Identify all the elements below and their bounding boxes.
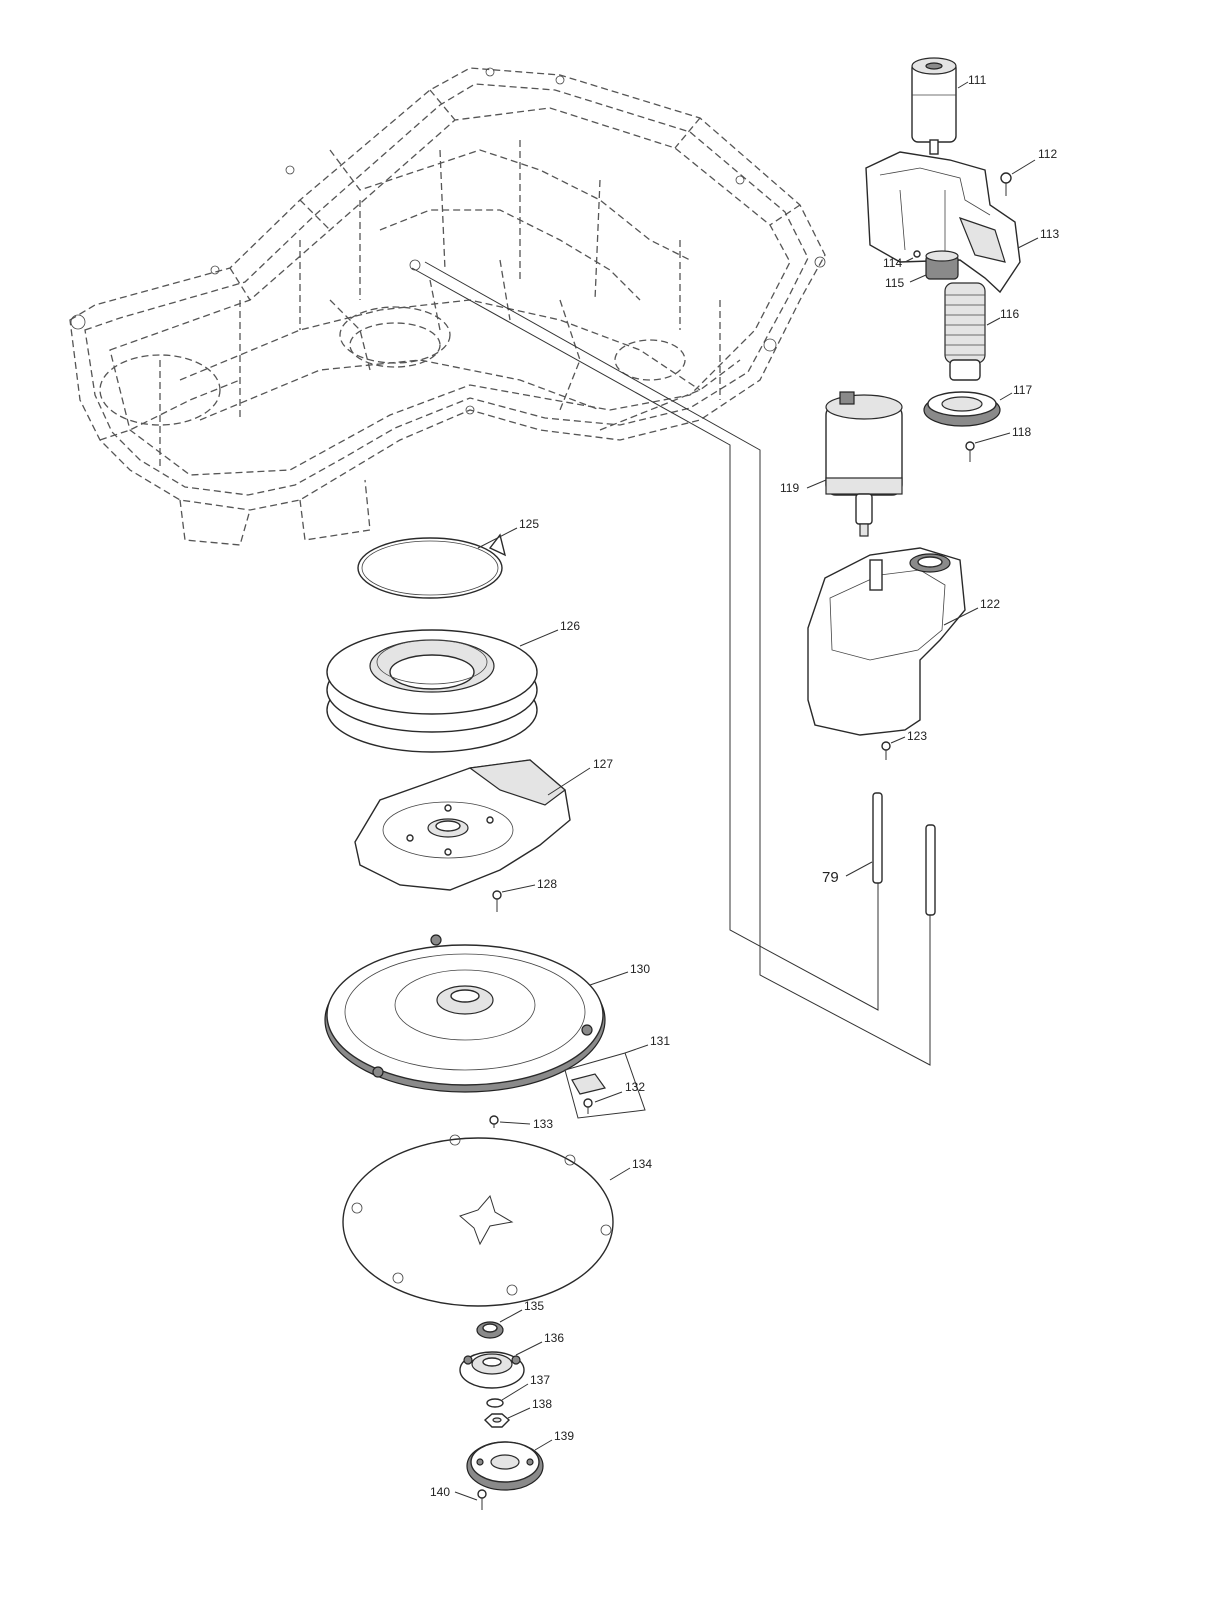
label-116: 116: [1000, 307, 1019, 321]
label-133: 133: [533, 1117, 553, 1131]
part-139-plate: [466, 1439, 553, 1491]
part-133-screw: [489, 1115, 531, 1128]
part-116-spring: [944, 282, 1001, 381]
part-135-bearing: [476, 1309, 523, 1339]
part-131-blade-kit: [564, 1044, 649, 1119]
part-112-screw: [1000, 159, 1036, 196]
label-111: 111: [968, 73, 987, 87]
part-127-plate: [354, 759, 591, 891]
label-128: 128: [537, 877, 557, 891]
part-134-cover: [342, 1134, 631, 1307]
label-135: 135: [524, 1299, 544, 1313]
label-139: 139: [554, 1429, 574, 1443]
part-137-washer: [486, 1383, 529, 1408]
part-113-bracket: [865, 151, 1039, 294]
label-130: 130: [630, 962, 650, 976]
label-138: 138: [532, 1397, 552, 1411]
label-119: 119: [780, 481, 799, 495]
label-134: 134: [632, 1157, 652, 1171]
part-125-band: [357, 527, 518, 599]
label-114: 114: [883, 256, 902, 270]
label-127: 127: [593, 757, 613, 771]
label-79: 79: [822, 869, 839, 886]
part-140-screw: [454, 1489, 487, 1510]
label-137: 137: [530, 1373, 550, 1387]
part-79-rods: [845, 792, 936, 916]
chassis-housing: [69, 67, 826, 546]
label-125: 125: [519, 517, 539, 531]
label-115: 115: [885, 276, 904, 290]
label-131: 131: [650, 1034, 670, 1048]
part-115-gear: [909, 250, 959, 283]
label-118: 118: [1012, 425, 1031, 439]
part-114-screw: [904, 250, 921, 263]
part-128-screw: [492, 884, 536, 912]
part-130-disc: [324, 934, 629, 1093]
label-136: 136: [544, 1331, 564, 1345]
part-118-screw: [965, 432, 1011, 462]
routing-lines: [411, 261, 931, 1066]
label-123: 123: [907, 729, 927, 743]
part-136-hub: [459, 1341, 543, 1389]
label-117: 117: [1013, 383, 1032, 397]
label-126: 126: [560, 619, 580, 633]
part-111-motor: [911, 57, 969, 155]
part-119-motor: [806, 391, 903, 537]
label-140: 140: [430, 1485, 450, 1499]
label-132: 132: [625, 1080, 645, 1094]
part-126-pulley: [326, 629, 559, 753]
label-113: 113: [1040, 227, 1059, 241]
part-117-ring: [923, 391, 1013, 427]
part-123-screw: [881, 736, 906, 760]
label-122: 122: [980, 597, 1000, 611]
label-112: 112: [1038, 147, 1057, 161]
part-138-nut: [483, 1407, 531, 1428]
part-122-housing: [807, 547, 979, 736]
